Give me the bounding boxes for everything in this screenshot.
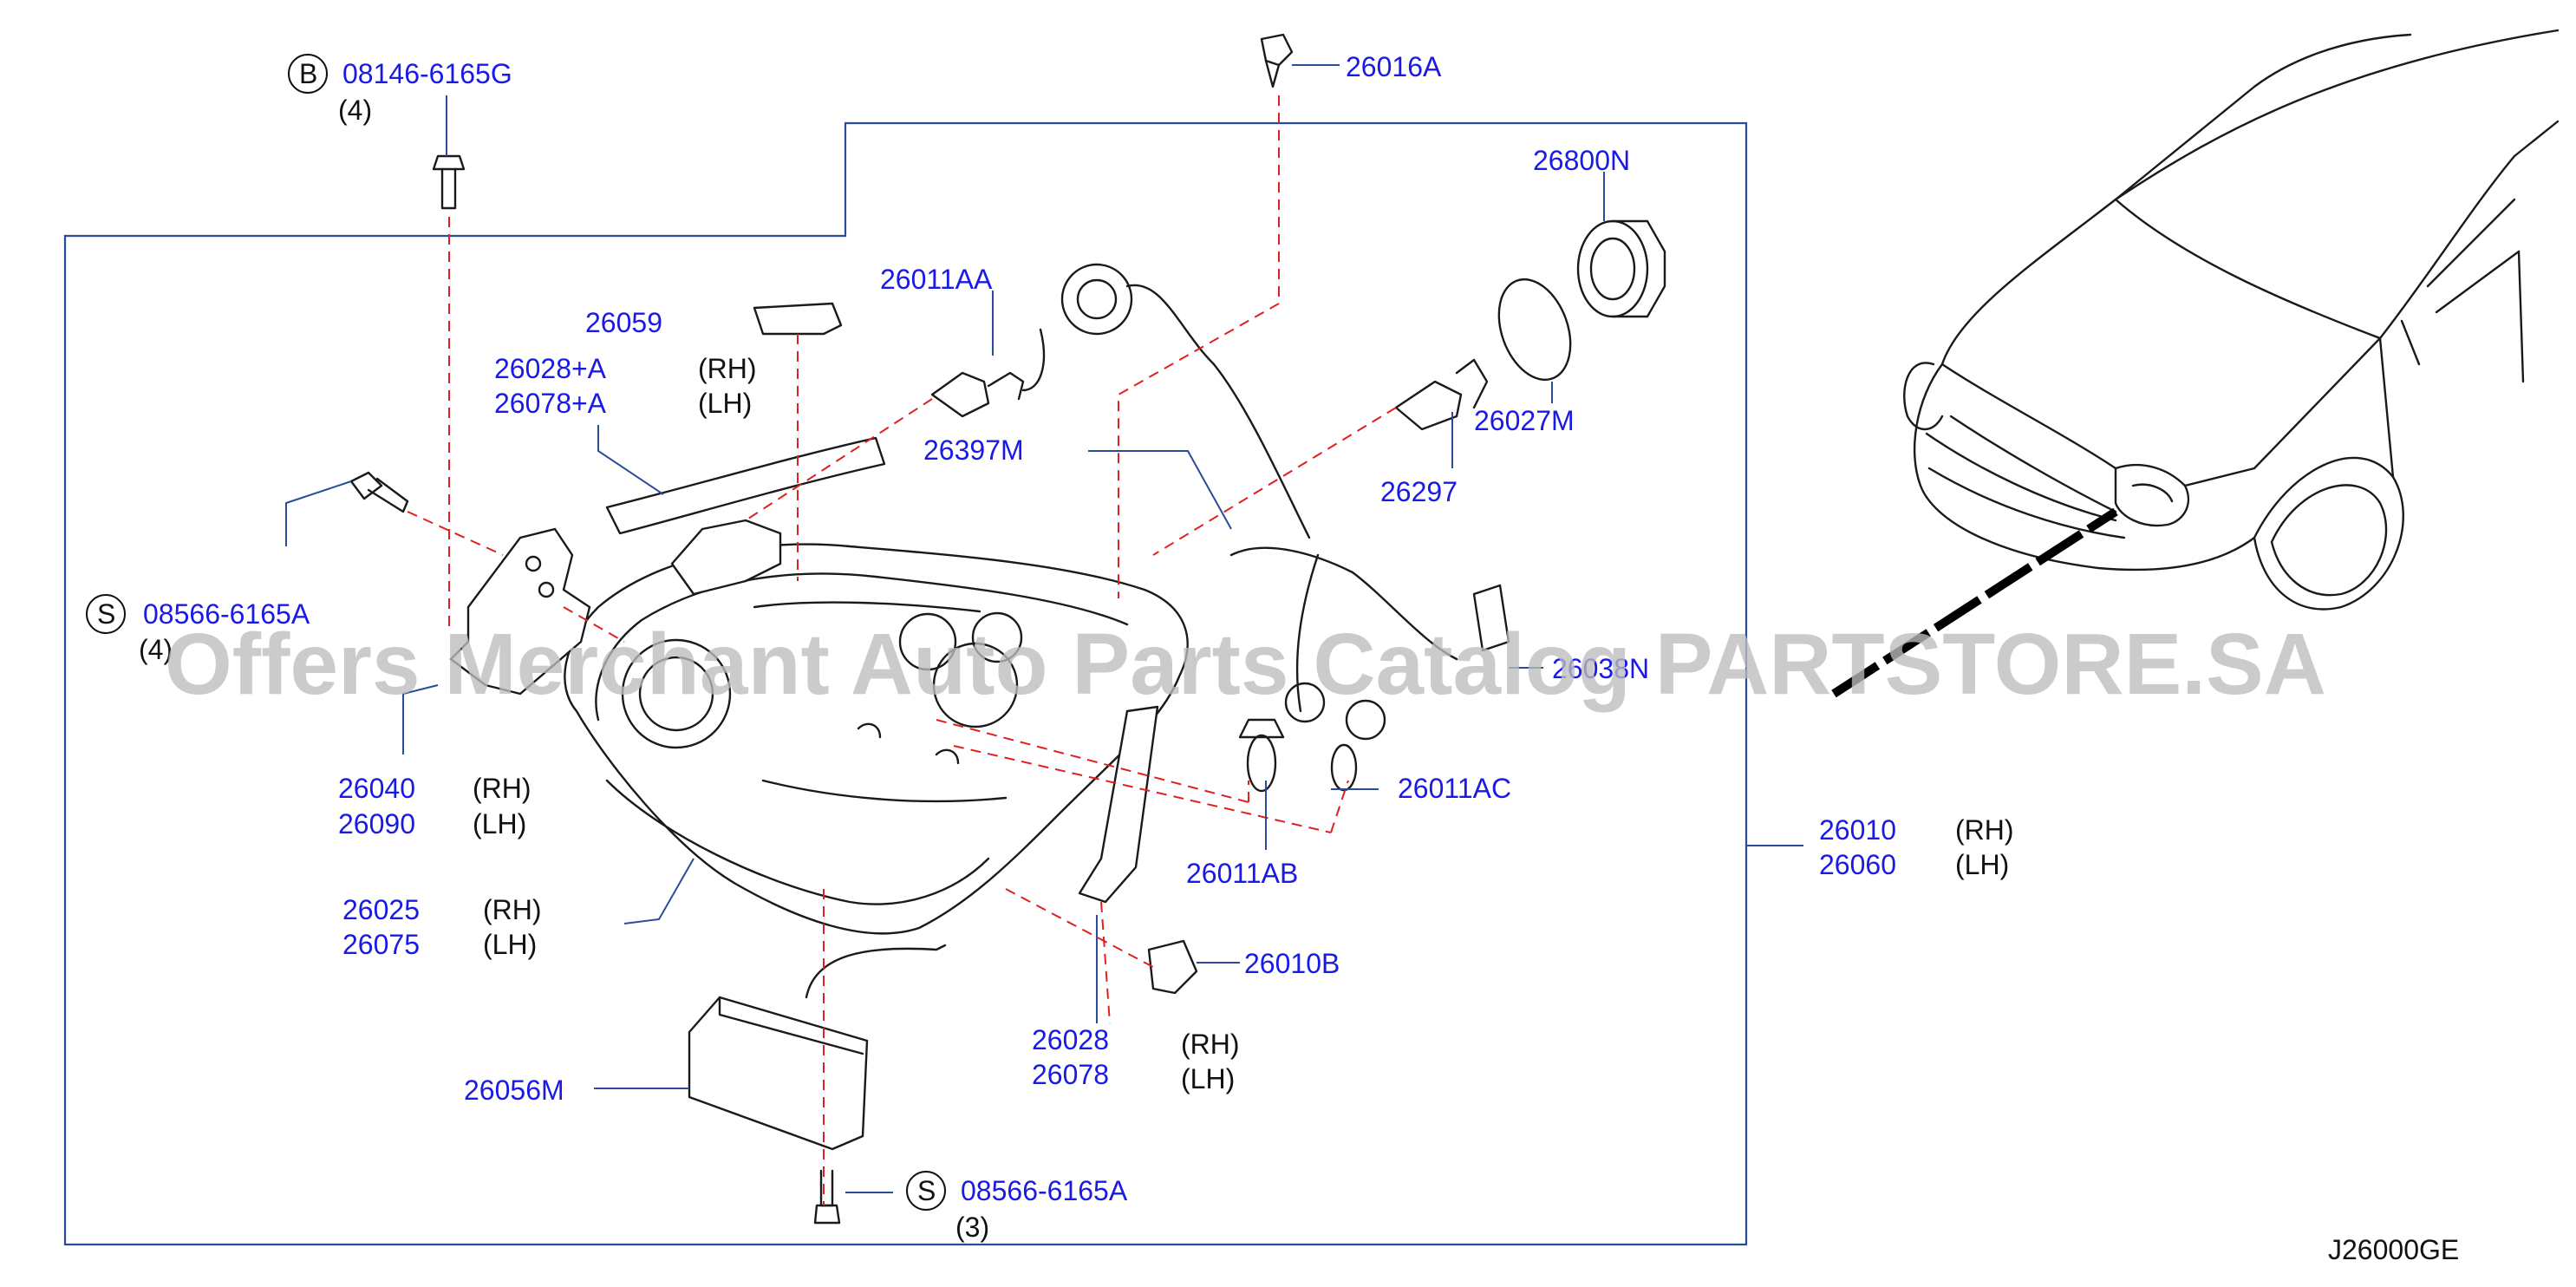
side-lh-label: (LH)	[473, 808, 526, 839]
top-mount-bracket	[670, 519, 782, 596]
side-lh-label: (LH)	[1181, 1063, 1235, 1094]
cover-26059	[753, 302, 843, 336]
watermark-text: Offers Merchant Auto Parts Catalog PARTS…	[165, 616, 2326, 713]
trim-strip-26028a	[605, 436, 886, 535]
clip-26016a-icon	[1260, 33, 1294, 88]
leader-lines	[285, 64, 1803, 1193]
part-number-08146-6165g[interactable]: 08146-6165G	[342, 58, 512, 89]
control-unit-cable	[805, 944, 947, 999]
part-number-08566-6165a-bottom[interactable]: 08566-6165A	[961, 1175, 1128, 1206]
badge-s: S	[917, 1175, 936, 1206]
location-pointer	[1831, 507, 2118, 698]
part-number-26800n[interactable]: 26800N	[1533, 145, 1630, 176]
seal-26027m-icon	[1497, 278, 1572, 382]
side-rh-label: (RH)	[1181, 1029, 1240, 1060]
side-lh-label: (LH)	[1955, 849, 2009, 880]
wire-harness	[1229, 546, 1458, 661]
part-number-26090-lh[interactable]: 26090	[338, 808, 415, 839]
badge-s: S	[97, 598, 115, 630]
quantity-label: (3)	[955, 1212, 989, 1243]
part-number-26011aa[interactable]: 26011AA	[880, 264, 993, 295]
assembly-frame	[63, 121, 1748, 1246]
headlamp-body	[564, 543, 1189, 935]
part-number-26025-rh[interactable]: 26025	[342, 894, 420, 925]
side-trim-26028	[1078, 705, 1159, 904]
part-number-26011ab[interactable]: 26011AB	[1186, 858, 1298, 889]
bolt-08566-bottom-icon	[813, 1169, 841, 1225]
side-rh-label: (RH)	[483, 894, 542, 925]
part-number-26059[interactable]: 26059	[585, 307, 662, 338]
part-number-26028a-rh[interactable]: 26028+A	[494, 353, 607, 384]
bulb-26011aa-icon	[930, 263, 1311, 539]
side-lh-label: (LH)	[698, 388, 752, 419]
assembly-dashed-lines	[407, 95, 1397, 1205]
bulb-26011ab-icon	[1238, 718, 1285, 793]
part-number-26028-rh[interactable]: 26028	[1032, 1024, 1109, 1055]
side-lh-label: (LH)	[483, 929, 537, 960]
car-illustration	[1903, 29, 2560, 611]
bracket-26040	[449, 527, 591, 696]
part-number-26027m[interactable]: 26027M	[1474, 405, 1575, 436]
part-number-26010b[interactable]: 26010B	[1244, 948, 1340, 979]
wire-harness	[1295, 553, 1320, 713]
badge-circle	[86, 594, 126, 634]
part-number-26010-rh[interactable]: 26010	[1819, 814, 1896, 846]
connector-26038n	[1472, 584, 1510, 652]
control-unit-26056m	[688, 996, 869, 1151]
part-number-26297[interactable]: 26297	[1380, 476, 1458, 507]
part-number-26011ac[interactable]: 26011AC	[1398, 773, 1511, 804]
part-number-26040-rh[interactable]: 26040	[338, 773, 415, 804]
quantity-label: (4)	[139, 634, 173, 665]
badge-b: B	[299, 58, 317, 89]
diagram-code: J26000GE	[2328, 1234, 2459, 1265]
part-number-26016a[interactable]: 26016A	[1346, 51, 1442, 82]
part-number-26075-lh[interactable]: 26075	[342, 929, 420, 960]
part-number-08566-6165a-top[interactable]: 08566-6165A	[143, 598, 310, 630]
side-rh-label: (RH)	[698, 353, 757, 384]
bracket-hole-icon	[525, 555, 542, 572]
part-number-26078a-lh[interactable]: 26078+A	[494, 388, 607, 419]
bolt-08146-icon	[432, 154, 466, 210]
quantity-label: (4)	[338, 95, 372, 126]
part-number-26078-lh[interactable]: 26078	[1032, 1059, 1109, 1090]
part-number-26056m[interactable]: 26056M	[464, 1075, 564, 1106]
side-rh-label: (RH)	[473, 773, 532, 804]
badge-circle	[288, 54, 328, 94]
part-number-26060-lh[interactable]: 26060	[1819, 849, 1896, 880]
control-unit-26056m	[718, 996, 864, 1055]
part-number-26038n[interactable]: 26038N	[1552, 653, 1649, 684]
bulb-26297-icon	[1394, 358, 1489, 431]
bracket-26010b	[1147, 939, 1198, 995]
bolt-08566-left-icon	[349, 471, 409, 513]
bracket-hole-icon	[538, 581, 555, 598]
badge-circle	[906, 1171, 946, 1211]
part-number-26397m[interactable]: 26397M	[923, 434, 1024, 466]
side-rh-label: (RH)	[1955, 814, 2014, 846]
cap-26800n-icon	[1576, 219, 1666, 318]
